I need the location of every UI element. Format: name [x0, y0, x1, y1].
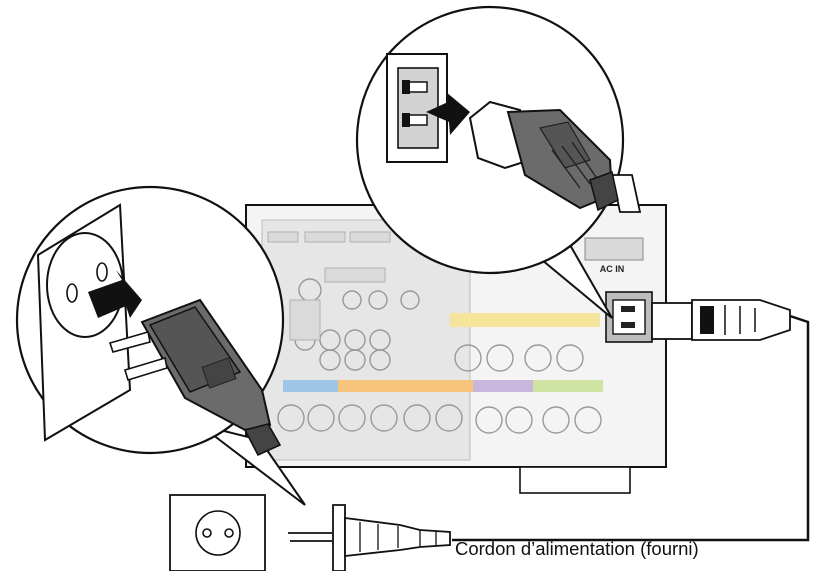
receiver-foot	[519, 466, 631, 494]
power-cord-caption: Cordon d’alimentation (fourni)	[455, 538, 699, 559]
insert-arrow-left	[88, 270, 142, 318]
insert-arrow-top	[426, 92, 470, 135]
wall-outlet	[169, 494, 266, 571]
surround-back-label-strip	[338, 380, 403, 392]
euro-plug	[288, 504, 451, 571]
plug-magnified	[108, 298, 282, 457]
antenna-label	[584, 237, 644, 261]
front-wide-label-strip	[473, 380, 533, 392]
iec-plug-magnified	[468, 100, 619, 212]
magnified-wall-socket	[15, 185, 306, 506]
front-height-label-strip	[533, 380, 603, 392]
magnified-ac-inlet	[355, 5, 642, 319]
surround-label-strip	[403, 380, 473, 392]
ac-in-label: AC IN	[600, 264, 625, 274]
power-cord	[452, 299, 810, 542]
center-label-strip	[283, 380, 338, 392]
iec-connector	[651, 299, 791, 341]
front-label-strip	[450, 313, 600, 327]
